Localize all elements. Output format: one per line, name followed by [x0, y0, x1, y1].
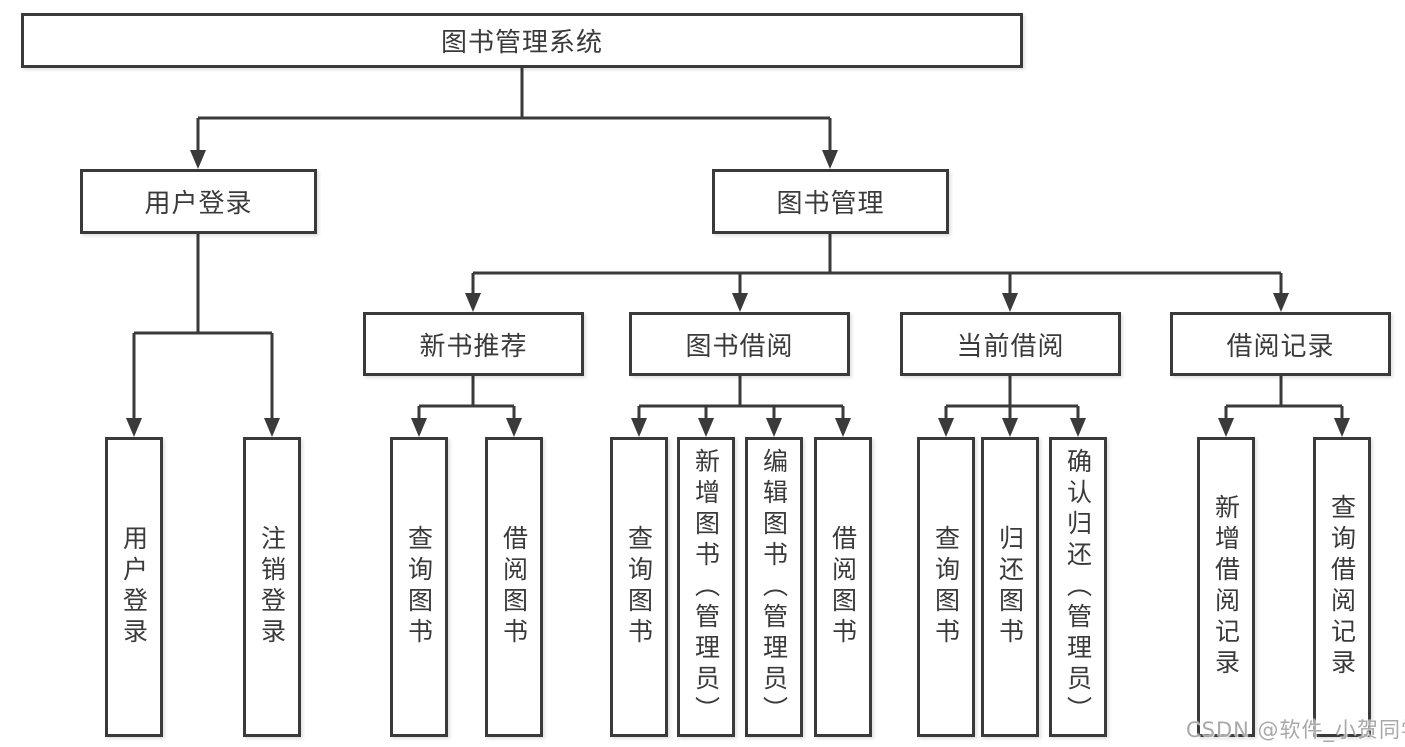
node-book-borrow: 图书借阅 — [629, 312, 850, 376]
leaf-recommend-query-books: 查询图书 — [390, 437, 448, 737]
node-borrow-records: 借阅记录 — [1170, 312, 1391, 376]
leaf-confirm-return-admin: 确认归还（管理员） — [1049, 437, 1107, 737]
node-new-book-recommend-label: 新书推荐 — [419, 331, 528, 362]
node-book-management: 图书管理 — [712, 169, 949, 234]
node-root-label: 图书管理系统 — [440, 28, 603, 58]
node-new-book-recommend: 新书推荐 — [363, 312, 584, 376]
leaf-borrow-books: 借阅图书 — [814, 437, 872, 737]
node-borrow-records-label: 借阅记录 — [1226, 331, 1335, 362]
node-current-borrow-label: 当前借阅 — [956, 331, 1065, 362]
leaf-return-book-label: 归还图书 — [995, 525, 1025, 649]
leaf-borrow-books-label: 借阅图书 — [828, 525, 858, 649]
leaf-add-book-admin-label: 新增图书（管理员） — [691, 447, 721, 727]
leaf-query-borrow-record: 查询借阅记录 — [1313, 437, 1371, 737]
leaf-confirm-return-admin-label: 确认归还（管理员） — [1063, 447, 1093, 727]
leaf-return-book: 归还图书 — [981, 437, 1039, 737]
node-user-login: 用户登录 — [80, 169, 317, 234]
node-book-management-label: 图书管理 — [776, 189, 885, 219]
leaf-logout-label: 注销登录 — [257, 525, 287, 649]
arrowheads — [126, 150, 1350, 437]
leaf-current-query-books-label: 查询图书 — [931, 525, 961, 649]
node-current-borrow: 当前借阅 — [900, 312, 1121, 376]
leaf-query-borrow-record-label: 查询借阅记录 — [1327, 494, 1357, 680]
leaf-logout: 注销登录 — [243, 437, 301, 737]
leaf-user-login-label: 用户登录 — [119, 525, 149, 649]
leaf-recommend-borrow-books: 借阅图书 — [485, 437, 543, 737]
leaf-user-login: 用户登录 — [105, 437, 163, 737]
leaf-borrow-query-books-label: 查询图书 — [624, 525, 654, 649]
node-book-borrow-label: 图书借阅 — [685, 331, 794, 362]
leaf-add-borrow-record: 新增借阅记录 — [1197, 437, 1255, 737]
leaf-recommend-query-books-label: 查询图书 — [404, 525, 434, 649]
leaf-edit-book-admin-label: 编辑图书（管理员） — [759, 447, 789, 727]
leaf-borrow-query-books: 查询图书 — [610, 437, 668, 737]
leaf-edit-book-admin: 编辑图书（管理员） — [745, 437, 803, 737]
csdn-watermark: CSDN @软件_小贺同学 — [1186, 718, 1405, 742]
node-user-login-label: 用户登录 — [144, 189, 253, 219]
leaf-recommend-borrow-books-label: 借阅图书 — [499, 525, 529, 649]
leaf-add-borrow-record-label: 新增借阅记录 — [1211, 494, 1241, 680]
leaf-add-book-admin: 新增图书（管理员） — [677, 437, 735, 737]
leaf-current-query-books: 查询图书 — [917, 437, 975, 737]
node-root-system: 图书管理系统 — [21, 13, 1023, 68]
